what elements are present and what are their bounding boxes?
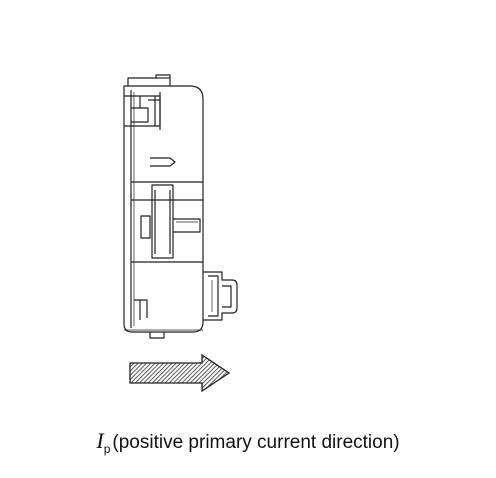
sensor-housing [123, 74, 238, 339]
caption-text: (positive primary current direction) [112, 432, 400, 453]
current-subscript: p [103, 442, 111, 456]
current-direction-arrow [129, 353, 231, 393]
current-direction-caption: Ip(positive primary current direction) [0, 428, 496, 456]
current-symbol: I [96, 428, 104, 453]
